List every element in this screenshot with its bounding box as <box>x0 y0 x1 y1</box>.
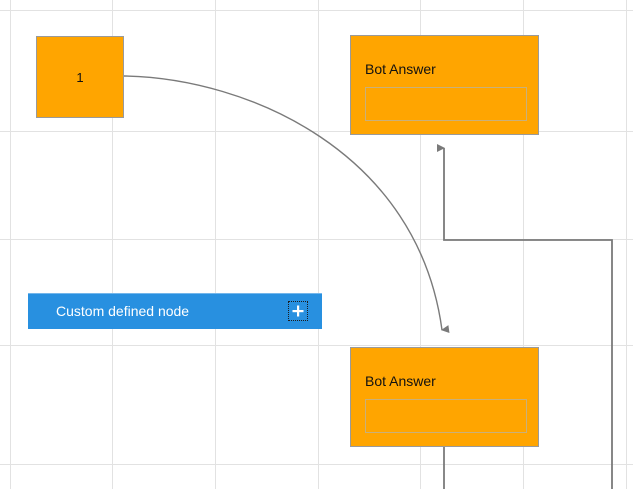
palette-item-label: Custom defined node <box>56 303 190 319</box>
node-title: Bot Answer <box>365 373 436 389</box>
plus-icon[interactable] <box>288 301 308 321</box>
edge-loopback[interactable] <box>437 144 613 489</box>
node-bot-answer-top[interactable]: Bot Answer <box>350 35 539 135</box>
node-title: Bot Answer <box>365 61 436 77</box>
node-answer-slot[interactable] <box>365 399 527 433</box>
node-numeric-label: 1 <box>76 69 84 85</box>
node-answer-slot[interactable] <box>365 87 527 121</box>
node-bot-answer-bottom[interactable]: Bot Answer <box>350 347 539 447</box>
edge-curved[interactable] <box>123 75 450 334</box>
node-numeric-1[interactable]: 1 <box>36 36 124 118</box>
palette-item-custom-defined-node[interactable]: Custom defined node <box>28 293 322 329</box>
